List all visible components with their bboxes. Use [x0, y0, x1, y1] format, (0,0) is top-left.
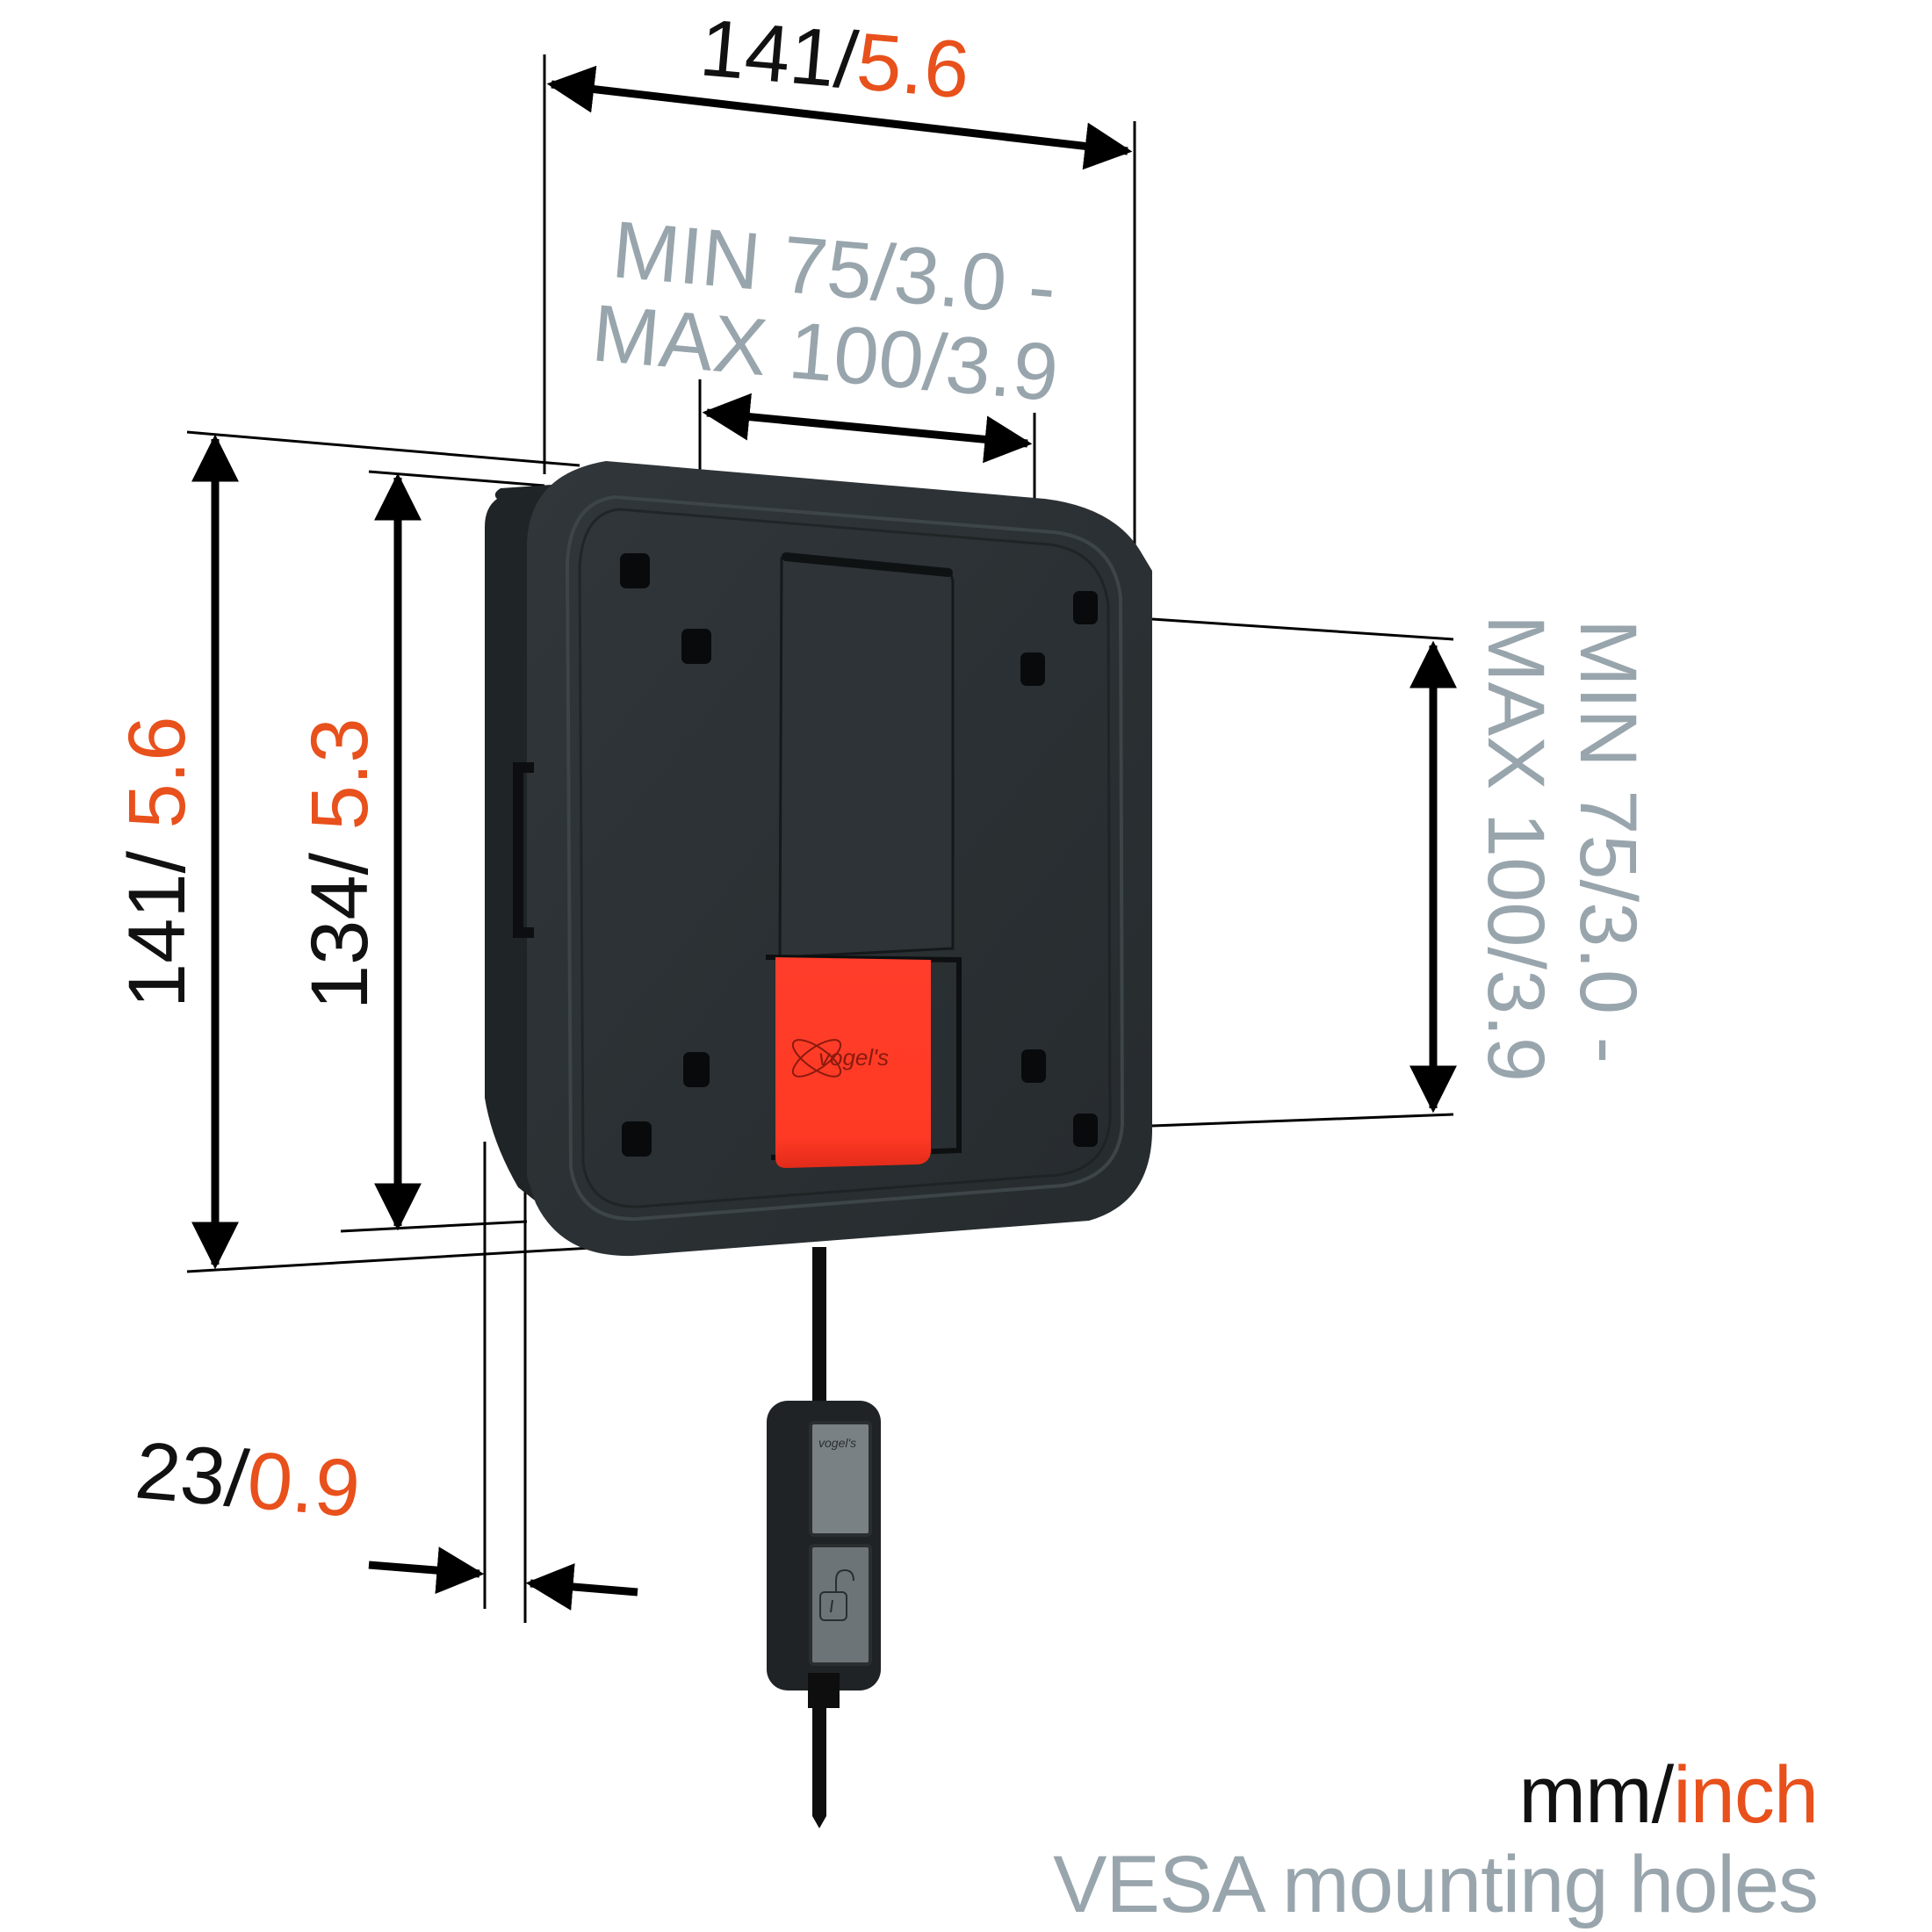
units-mm: mm/ [1518, 1750, 1674, 1840]
dimension-arrows [191, 65, 1457, 1611]
vesa-holes [620, 553, 1098, 1157]
vesa-caption: VESA mounting holes [1053, 1840, 1819, 1929]
release-tab[interactable]: vogel's [775, 957, 931, 1168]
vogels-logo-text: vogel's [818, 1044, 889, 1071]
vesa-horizontal-arrow [702, 393, 1033, 464]
vesa-hole [1020, 652, 1045, 686]
outer-height-label: 141/ 5.6 [112, 716, 202, 1008]
vesa-vertical-label-line2: MAX 100/3.9 [1471, 615, 1561, 1082]
wall-mount-plate: vogel's [485, 461, 1152, 1257]
lock-brand-logo: vogel's [818, 1436, 856, 1450]
units-caption: mm/inch [1518, 1755, 1819, 1835]
lock-upper-panel [809, 1421, 872, 1537]
safety-strap [812, 1247, 826, 1828]
vesa-hole [1073, 591, 1098, 624]
depth-label: 23/0.9 [132, 1425, 364, 1534]
vesa-hole [681, 629, 711, 664]
depth-arrow-right [525, 1563, 638, 1611]
vogels-logo-icon [791, 1039, 842, 1078]
vesa-vertical-label-line1: MIN 75/3.0 - [1563, 619, 1653, 1063]
vesa-hole [683, 1052, 710, 1087]
units-inch: inch [1673, 1750, 1819, 1840]
top-width-label: 141/5.6 [696, 3, 973, 115]
lock-lower-button [809, 1544, 872, 1666]
vesa-hole [622, 1121, 652, 1157]
central-channel [778, 553, 955, 959]
strap-lock[interactable]: vogel's [767, 1401, 881, 1708]
plate-inner-rim [565, 494, 1125, 1222]
vesa-hole [620, 553, 650, 588]
unlocked-padlock-icon [819, 1568, 854, 1621]
vesa-hole [1073, 1114, 1098, 1147]
inner-height-label: 134/ 5.3 [295, 717, 385, 1010]
top-width-arrow [546, 65, 1133, 170]
side-clip-slot [513, 762, 523, 938]
extension-lines [186, 54, 1454, 1623]
vesa-hole [1021, 1049, 1046, 1083]
depth-arrow-left [368, 1546, 485, 1595]
